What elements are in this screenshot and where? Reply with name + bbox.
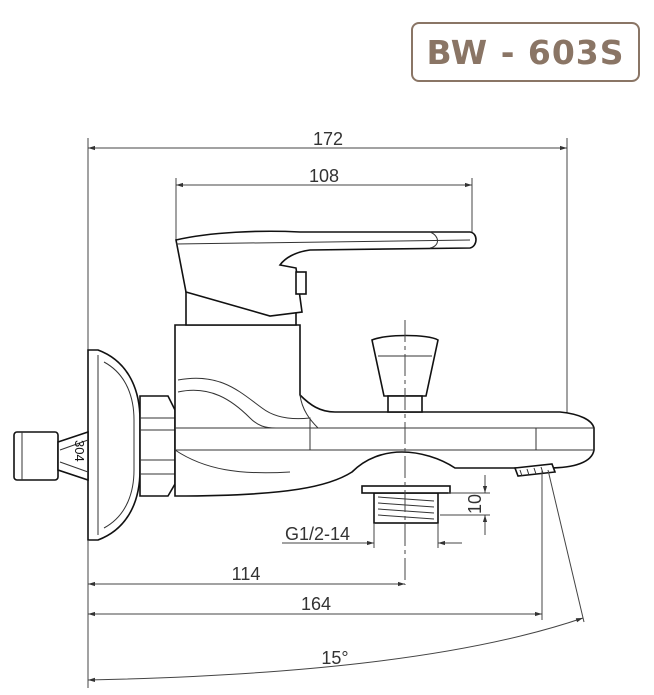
label-108: 108 [309, 166, 339, 186]
label-172: 172 [313, 129, 343, 149]
dimension-164: 164 [88, 470, 543, 620]
faucet-body [174, 324, 595, 497]
dimension-thread: G1/2-14 [282, 523, 462, 548]
model-code: BW - 603S [426, 32, 625, 72]
outlet-nipple [361, 485, 451, 524]
dimension-172: 172 [87, 129, 568, 418]
eccentric-connector: 304 [13, 430, 89, 482]
aerator [513, 463, 557, 477]
dimension-angle: 15° [87, 469, 585, 688]
dimension-108: 108 [175, 166, 473, 240]
dimension-10: 10 [440, 475, 490, 535]
label-10: 10 [465, 494, 485, 514]
label-thread: G1/2-14 [285, 524, 350, 544]
label-164: 164 [301, 594, 331, 614]
hex-nut [139, 395, 176, 497]
wall-flange [87, 349, 141, 541]
label-114: 114 [232, 564, 261, 584]
handle-lever [175, 230, 477, 317]
model-badge: BW - 603S [411, 22, 640, 82]
label-angle: 15° [321, 648, 348, 668]
material-marking: 304 [72, 440, 87, 462]
dimension-114: 114 [87, 540, 405, 625]
